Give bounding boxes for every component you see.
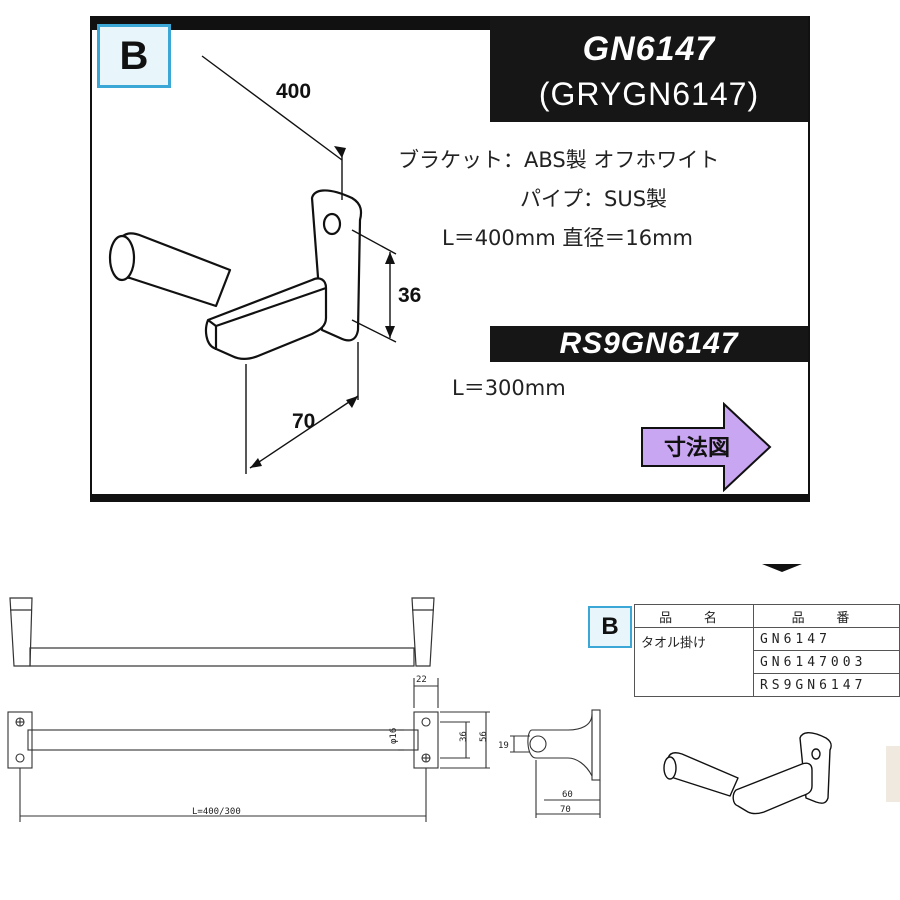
dim-pipe-diameter: φ16 (389, 728, 399, 744)
elevation-drawing: 22 φ16 36 56 L=400/300 (7, 675, 490, 822)
spec-pipe: パイプ：SUS製 (520, 187, 668, 211)
product-name-cell: タオル掛け (634, 627, 754, 697)
table-row: タオル掛け GN6147 (634, 627, 900, 697)
dimension-400-label: 400 (276, 80, 311, 103)
type-badge-label: B (119, 33, 149, 78)
dim-bracket-inner: 36 (459, 731, 469, 742)
arrow-right-icon (641, 401, 772, 493)
dim-depth-outer: 70 (560, 805, 571, 815)
header-product-name: 品 名 (634, 604, 754, 628)
model-name: GN6147 (582, 30, 716, 68)
model-header: GN6147 (GRYGN6147) (490, 16, 808, 122)
model-alt-code: (GRYGN6147) (538, 76, 760, 112)
variant-length: L＝300mm (452, 376, 566, 400)
table-row: GN6147003 (635, 650, 900, 674)
side-view-drawing: 19 60 70 (498, 709, 601, 818)
towel-bar-3d-illustration: 400 36 70 (108, 55, 421, 474)
table-type-badge: B (588, 606, 632, 648)
table-row: RS9GN6147 (635, 673, 900, 697)
table-type-badge-label: B (601, 613, 619, 640)
dim-top-width: 22 (416, 675, 427, 685)
part-number-cell: GN6147003 (752, 650, 900, 674)
dimension-drawing-label: 寸法図 (664, 436, 731, 461)
section-marker-icon (762, 564, 802, 572)
spec-length-diameter: L＝400mm 直径＝16mm (442, 226, 694, 250)
part-number-cell: GN6147 (752, 627, 900, 651)
variant-name: RS9GN6147 (559, 327, 739, 360)
dimension-drawing-button[interactable]: 寸法図 (640, 401, 772, 493)
edge-thumbnail-fragment (886, 746, 900, 802)
dim-length: L=400/300 (192, 807, 241, 817)
dim-side-offset: 19 (498, 741, 509, 751)
table-header-row: 品 名 品 番 (634, 604, 900, 628)
header-part-number: 品 番 (752, 604, 900, 628)
spec-bracket: ブラケット：ABS製 オフホワイト (398, 148, 720, 172)
dimension-36-label: 36 (398, 284, 421, 307)
type-badge: B (97, 24, 171, 88)
towel-bar-thumbnail (663, 732, 832, 815)
variant-header: RS9GN6147 (490, 326, 808, 362)
dim-bracket-outer: 56 (479, 731, 489, 742)
parts-table: 品 名 品 番 タオル掛け GN6147 GN6147003 RS9GN6147 (634, 604, 900, 697)
dimension-70-label: 70 (292, 410, 315, 433)
card-bottom-border (90, 494, 810, 502)
dim-depth-inner: 60 (562, 790, 573, 800)
front-view-drawing (9, 597, 435, 667)
part-number-cell: RS9GN6147 (752, 673, 900, 697)
